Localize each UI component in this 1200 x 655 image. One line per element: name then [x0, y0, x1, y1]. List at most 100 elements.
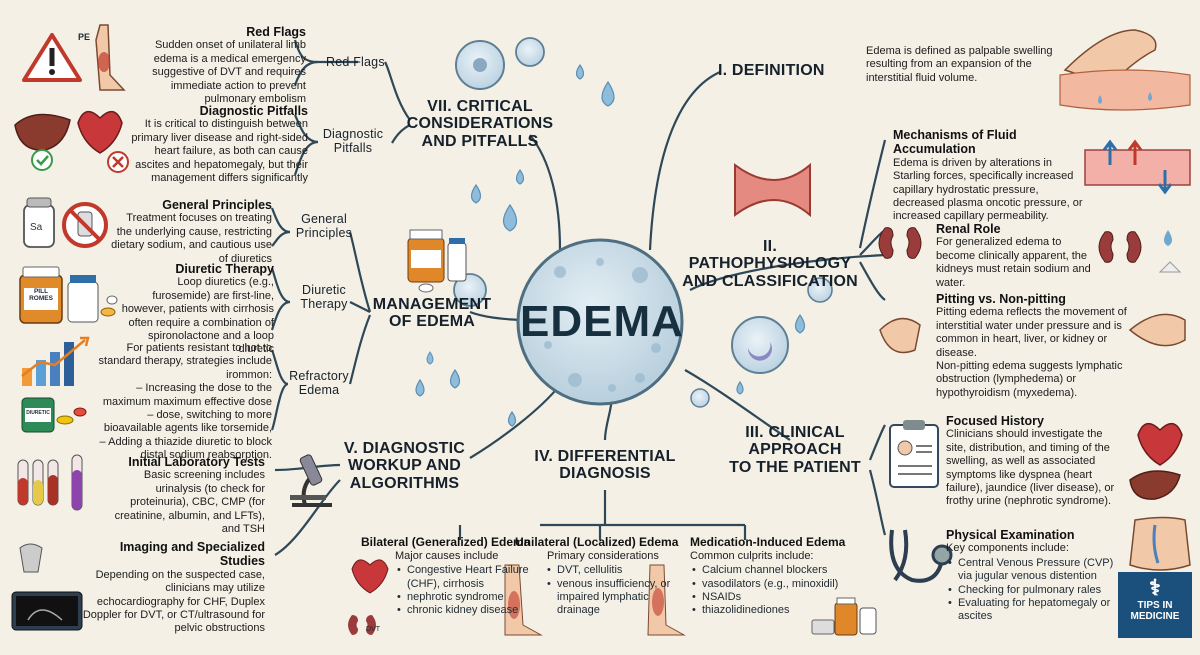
branch-pitfalls: Diagnostic Pitfalls	[318, 127, 388, 155]
mechanisms-block: Mechanisms of Fluid Accumulation Edema i…	[893, 128, 1083, 224]
bar-chart-icon	[21, 336, 90, 433]
medication-intro: Common culprits include:	[690, 549, 814, 562]
branch-general-line1: General	[301, 212, 347, 226]
check-icon	[31, 149, 53, 171]
branch-diuretic: Diuretic Therapy	[292, 283, 356, 311]
labs-text: Basic screening includes urinalysis (to …	[114, 469, 265, 535]
neck-icon	[1129, 516, 1191, 571]
history-text: Clinicians should investigate the site, …	[946, 428, 1115, 508]
imaging-block: Imaging and Specialized Studies Dependin…	[82, 540, 265, 636]
unilateral-title: Unilateral (Localized) Edema	[515, 535, 679, 549]
critical-title-line2: CONSIDERATIONS	[406, 115, 554, 133]
renal-block: Renal Role For generalized edema to beco…	[936, 222, 1096, 290]
renal-title: Renal Role	[936, 222, 1001, 236]
branch-refractory: Refractory Edema	[284, 369, 354, 397]
definition-title: I. DEFINITION	[718, 62, 825, 79]
clinical-title-line3: TO THE PATIENT	[729, 458, 861, 476]
pitfalls-title: Diagnostic Pitfalls	[199, 104, 308, 118]
renal-text: For generalized edema to become clinical…	[936, 236, 1091, 289]
unilateral-block: Unilateral (Localized) Edema Primary con…	[515, 535, 690, 618]
vessel-icon	[734, 139, 1191, 218]
management-title-line2: OF EDEMA	[388, 313, 476, 331]
critical-title: VII. CRITICAL CONSIDERATIONS AND PITFALL…	[405, 98, 555, 150]
mechanisms-text: Edema is driven by alterations in Starli…	[893, 156, 1083, 223]
imaging-text: Depending on the suspected case, clinici…	[82, 568, 265, 635]
definition-text: Edema is defined as palpable swelling re…	[866, 45, 1053, 84]
bilateral-list: Congestive Heart Failure (CHF), cirrhosi…	[361, 564, 551, 618]
bilateral-intro: Major causes include	[395, 549, 499, 562]
pitfalls-text: It is critical to distinguish between pr…	[131, 118, 308, 184]
pitting-block: Pitting vs. Non-pitting Pitting edema re…	[936, 292, 1128, 400]
heart-small-icon	[348, 559, 389, 635]
pitting-title: Pitting vs. Non-pitting	[936, 292, 1066, 306]
stethoscope-logo-icon: ⚕	[1149, 575, 1161, 600]
exam-title: Physical Examination	[946, 528, 1075, 542]
test-tubes-icon	[17, 454, 83, 511]
branch-general-line2: Principles	[295, 225, 353, 240]
management-title: MANAGEMENT OF EDEMA	[372, 296, 492, 331]
branch-refractory-line1: Refractory	[289, 369, 349, 383]
ultrasound-icon	[11, 543, 83, 631]
branch-diuretic-line1: Diuretic	[302, 283, 346, 297]
kidney-icon	[878, 227, 1182, 273]
medication-block: Medication-Induced Edema Common culprits…	[690, 535, 860, 618]
microscope-icon	[290, 454, 332, 507]
general-block: General Principles Treatment focuses on …	[110, 198, 272, 266]
workup-title-line2: WORKUP AND	[347, 457, 462, 475]
hand-skin-icon	[1059, 29, 1191, 111]
pitfalls-block: Diagnostic Pitfalls It is critical to di…	[130, 104, 308, 185]
history-title: Focused History	[946, 414, 1044, 428]
critical-title-line1: VII. CRITICAL	[427, 98, 533, 115]
bilateral-item: Congestive Heart Failure (CHF), cirrhosi…	[397, 564, 551, 591]
refractory-line2: – Increasing the dose to the maximum max…	[102, 382, 272, 408]
medication-item: NSAIDs	[692, 591, 860, 605]
management-title-line1: MANAGEMENT	[372, 296, 492, 313]
branch-general: General Principles	[292, 212, 356, 240]
floating-cells	[453, 37, 833, 408]
patho-title-line1: II. PATHOPHYSIOLOGY	[688, 238, 852, 273]
leg-icon	[95, 24, 126, 91]
medication-item: Calcium channel blockers	[692, 564, 860, 578]
exam-item: Evaluating for hepatomegaly or ascites	[948, 597, 1126, 624]
refractory-line3: – dose, switching to more bioavailable a…	[103, 409, 272, 435]
warning-icon	[22, 33, 82, 82]
salt-shaker-icon	[23, 197, 55, 248]
diuretic-text: Loop diuretics (e.g., furosemide) are fi…	[121, 276, 274, 356]
branch-pitfalls-line1: Diagnostic	[322, 127, 384, 141]
branch-red-flags: Red Flags	[326, 55, 385, 69]
branch-refractory-line2: Edema	[298, 382, 340, 397]
heart-icon	[77, 110, 123, 154]
medication-list: Calcium channel blockers vasodilators (e…	[690, 564, 860, 618]
exam-item: Checking for pulmonary rales	[948, 584, 1126, 598]
red-flags-text: Sudden onset of unilateral limb edema is…	[152, 39, 306, 105]
branch-pitfalls-line2: Pitfalls	[333, 140, 373, 155]
medication-item: vasodilators (e.g., minoxidil)	[692, 578, 860, 592]
bilateral-item: nephrotic syndrome	[397, 591, 551, 605]
heart-organ-icon	[1129, 422, 1183, 500]
critical-title-line3: AND PITFALLS	[421, 132, 539, 150]
medicine-bottles-icon	[407, 229, 467, 293]
diuretic-title: Diuretic Therapy	[175, 262, 274, 276]
red-flags-block: Red Flags Sudden onset of unilateral lim…	[128, 25, 306, 106]
branch-diuretic-line2: Therapy	[300, 296, 348, 311]
exam-intro: Key components include:	[946, 542, 1069, 555]
labs-title: Initial Laboratory Tests	[128, 455, 265, 469]
patho-title: II. PATHOPHYSIOLOGY AND CLASSIFICATION	[680, 238, 860, 290]
liver-icon	[14, 113, 71, 151]
pill-bottle-icon	[19, 266, 118, 324]
exam-block: Physical Examination Key components incl…	[946, 528, 1126, 624]
red-flags-title: Red Flags	[246, 25, 306, 39]
bilateral-title: Bilateral (Generalized) Edema	[361, 535, 531, 549]
clipboard-icon	[889, 420, 939, 488]
pe-label: PE	[78, 32, 91, 42]
pitting-hand-icon	[879, 313, 1186, 354]
general-text: Treatment focuses on treating the underl…	[111, 212, 272, 265]
pitting-text2: Non-pitting edema suggests lymphatic obs…	[936, 360, 1123, 399]
differential-title-line2: DIAGNOSIS	[559, 465, 651, 483]
exam-list: Central Venous Pressure (CVP) via jugula…	[946, 557, 1126, 624]
imaging-title: Imaging and Specialized Studies	[119, 540, 265, 569]
unilateral-item: DVT, cellulitis	[547, 564, 675, 578]
water-drops	[415, 63, 806, 427]
medication-title: Medication-Induced Edema	[690, 535, 846, 549]
pitting-text1: Pitting edema reflects the movement of i…	[936, 306, 1127, 359]
